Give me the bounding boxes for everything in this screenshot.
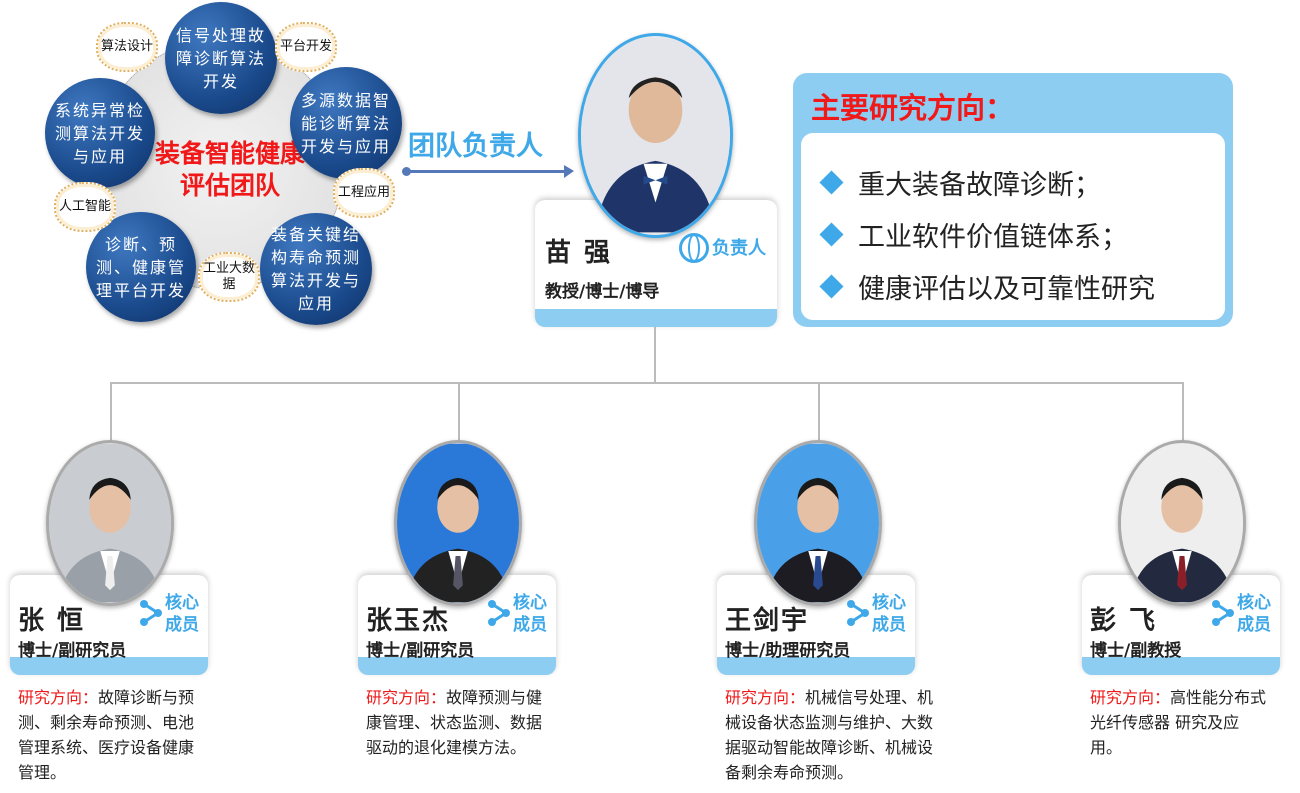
lead-photo: [578, 33, 733, 238]
research-item: 重大装备故障诊断；: [819, 163, 1101, 202]
research-item: 工业软件价值链体系；: [819, 215, 1128, 254]
member-badge: 核心成员: [1237, 592, 1271, 636]
team-lead-label: 团队负责人: [408, 131, 543, 162]
research-item-text: 健康评估以及可靠性研究: [858, 274, 1155, 305]
badge-line: 成员: [513, 615, 547, 635]
research-item-text: 重大装备故障诊断；: [858, 170, 1101, 201]
research-label: 研究方向：: [366, 688, 447, 707]
member-research: 研究方向：故障预测与健康管理、状态监测、数据驱动的退化建模方法。: [366, 685, 546, 760]
share-icon: [138, 598, 164, 628]
member-badge: 核心成员: [165, 592, 199, 636]
lead-badge: 负责人: [712, 238, 766, 259]
member-photo: [394, 440, 522, 606]
bubble-multisource: 多源数据智能诊断算法开发与应用: [290, 67, 402, 179]
badge-line: 成员: [872, 615, 906, 635]
connector-line: [458, 382, 460, 442]
research-item-text: 工业软件价值链体系；: [858, 222, 1128, 253]
member-research: 研究方向：高性能分布式光纤传感器 研究及应用。: [1090, 685, 1270, 760]
member-name: 彭 飞: [1090, 606, 1158, 636]
member-research: 研究方向：机械信号处理、机械设备状态监测与维护、大数据驱动智能故障诊断、机械设备…: [725, 685, 940, 785]
arrow-icon: [402, 165, 574, 178]
diamond-icon: [819, 274, 844, 299]
research-label: 研究方向：: [18, 688, 99, 707]
badge-line: 核心: [872, 593, 906, 613]
connector-line: [110, 382, 112, 442]
member-photo: [1118, 440, 1246, 606]
card-strip: [10, 657, 208, 675]
cloud-platform-dev: 平台开发: [275, 22, 337, 72]
member-photo: [46, 440, 174, 606]
member-title: 博士/助理研究员: [725, 641, 851, 661]
card-strip: [1082, 657, 1280, 675]
bubble-phm-platform: 诊断、预测、健康管理平台开发: [86, 212, 196, 322]
lead-title: 教授/博士/博导: [545, 282, 660, 302]
research-label: 研究方向：: [725, 688, 806, 707]
research-item: 健康评估以及可靠性研究: [819, 267, 1155, 306]
diamond-icon: [819, 222, 844, 247]
cloud-industrial-bigdata: 工业大数据: [198, 252, 260, 302]
member-name: 张玉杰: [366, 606, 451, 636]
cloud-engineering: 工程应用: [333, 168, 395, 218]
member-name: 张 恒: [18, 606, 86, 636]
connector-line: [818, 382, 820, 442]
research-text: 故障预测与健康管理、状态监测、数据驱动的退化建模方法。: [366, 688, 543, 757]
badge-line: 成员: [1237, 615, 1271, 635]
member-badge: 核心成员: [872, 592, 906, 636]
cloud-algorithm-design: 算法设计: [96, 22, 158, 72]
cloud-ai: 人工智能: [54, 182, 116, 232]
team-name: 装备智能健康评估团队: [154, 139, 305, 200]
bubble-structure-life: 装备关键结构寿命预测算法开发与应用: [260, 213, 372, 325]
card-strip: [535, 309, 777, 327]
research-directions-title: 主要研究方向：: [811, 91, 1015, 125]
research-label: 研究方向：: [1090, 688, 1171, 707]
connector-line: [654, 327, 656, 383]
connector-line: [1182, 382, 1184, 442]
member-title: 博士/副研究员: [366, 641, 475, 661]
badge-line: 核心: [1237, 593, 1271, 613]
card-strip: [358, 657, 556, 675]
research-text: 故障诊断与预测、剩余寿命预测、电池管理系统、医疗设备健康管理。: [18, 688, 195, 782]
research-directions-box: 主要研究方向： 重大装备故障诊断； 工业软件价值链体系； 健康评估以及可靠性研究: [793, 73, 1233, 327]
member-title: 博士/副研究员: [18, 641, 127, 661]
card-strip: [717, 657, 915, 675]
globe-icon: [679, 233, 709, 263]
connector-line: [110, 382, 1183, 384]
member-photo: [754, 440, 882, 606]
research-text: 机械信号处理、机械设备状态监测与维护、大数据驱动智能故障诊断、机械设备剩余寿命预…: [725, 688, 934, 782]
share-icon: [486, 598, 512, 628]
research-text: 高性能分布式光纤传感器 研究及应用。: [1090, 688, 1267, 757]
member-title: 博士/副教授: [1090, 641, 1182, 661]
diamond-icon: [819, 170, 844, 195]
bubble-anomaly-detection: 系统异常检测算法开发与应用: [45, 78, 155, 188]
badge-line: 核心: [513, 593, 547, 613]
member-name: 王剑宇: [725, 606, 810, 636]
share-icon: [845, 598, 871, 628]
share-icon: [1210, 598, 1236, 628]
research-list: 重大装备故障诊断； 工业软件价值链体系； 健康评估以及可靠性研究: [801, 133, 1225, 320]
badge-line: 成员: [165, 615, 199, 635]
member-badge: 核心成员: [513, 592, 547, 636]
bubble-signal-processing: 信号处理故障诊断算法开发: [165, 2, 277, 114]
badge-line: 核心: [165, 593, 199, 613]
lead-name: 苗 强: [545, 238, 613, 268]
member-card: [10, 575, 208, 675]
member-research: 研究方向：故障诊断与预测、剩余寿命预测、电池管理系统、医疗设备健康管理。: [18, 685, 198, 785]
